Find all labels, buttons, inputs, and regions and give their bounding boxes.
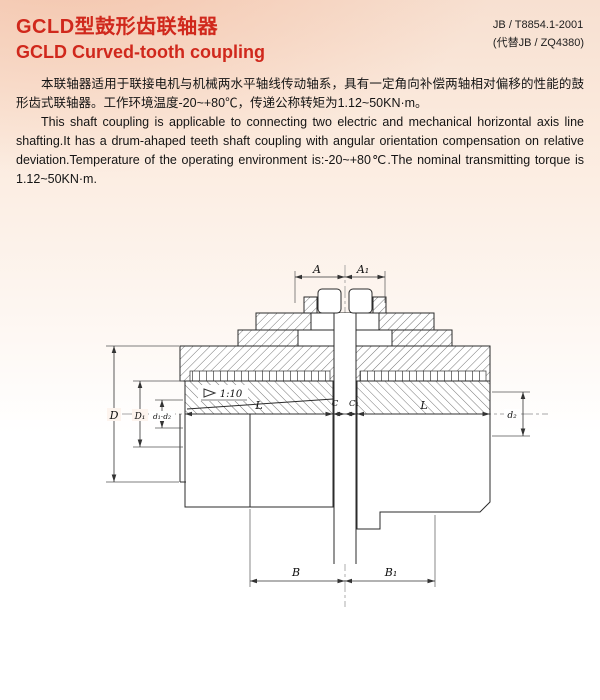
- page-title-cn: GCLD型鼓形齿联轴器: [16, 16, 219, 38]
- dim-label-d1-d2: d₁·d₂: [153, 412, 171, 421]
- intro-paragraph-cn: 本联轴器适用于联接电机与机械两水平轴线传动轴系，具有一定角向补偿两轴相对偏移的性…: [16, 77, 584, 110]
- coupling-section-drawing: 1:10 A A₁ D D₁ d₁·d₂ d₂: [106, 263, 548, 607]
- title-block: GCLD型鼓形齿联轴器 GCLD Curved-tooth coupling: [16, 10, 265, 63]
- taper-annotation: 1:10: [198, 385, 248, 401]
- standard-block: JB / T8854.1-2001 (代替JB / ZQ4380): [493, 16, 584, 52]
- dim-label-D: D: [109, 409, 119, 422]
- outer-sleeve-section: [179, 345, 491, 382]
- dim-label-B: B: [291, 566, 300, 579]
- dim-label-L-right: L: [419, 399, 427, 412]
- dimension-right-bore: d₂: [492, 391, 530, 437]
- dim-label-d2: d₂: [507, 411, 517, 421]
- washer-left: [303, 296, 318, 314]
- page-title-en: GCLD Curved-tooth coupling: [16, 42, 265, 62]
- right-hub-body: [356, 413, 491, 530]
- dimension-lengths: L C C₁ L: [185, 399, 490, 417]
- page-header: GCLD型鼓形齿联轴器 GCLD Curved-tooth coupling J…: [0, 0, 600, 63]
- nut-right: [348, 288, 373, 314]
- gear-teeth-right: [359, 370, 487, 382]
- dimension-B-B1: B B₁: [249, 509, 436, 587]
- left-hub-body: [184, 413, 334, 508]
- standard-number: JB / T8854.1-2001: [492, 19, 584, 31]
- intro-paragraph-en: This shaft coupling is applicable to con…: [16, 115, 584, 186]
- standard-replaces: (代替JB / ZQ4380): [492, 37, 584, 50]
- lower-outside-view: [179, 413, 491, 530]
- technical-drawing-area: 1:10 A A₁ D D₁ d₁·d₂ d₂: [0, 259, 600, 624]
- dim-label-D1: D₁: [134, 412, 146, 422]
- dim-label-B1: B₁: [384, 566, 398, 579]
- dim-label-A1: A₁: [356, 263, 369, 276]
- taper-symbol-icon: [203, 388, 217, 398]
- bolt-assembly: [303, 288, 387, 314]
- dimension-left-diameters: D D₁ d₁·d₂: [106, 345, 183, 483]
- center-joint: [333, 313, 357, 564]
- dim-label-C: C: [332, 399, 339, 409]
- gear-teeth-left: [189, 370, 331, 382]
- dim-label-L-left: L: [254, 399, 262, 412]
- intro-text: 本联轴器适用于联接电机与机械两水平轴线传动轴系，具有一定角向补偿两轴相对偏移的性…: [0, 75, 600, 189]
- nut-left: [317, 288, 342, 314]
- taper-label: 1:10: [220, 389, 243, 400]
- washer-right: [372, 296, 387, 314]
- dimension-A-A1: A A₁: [294, 263, 386, 303]
- taper-bore-line: [186, 398, 334, 410]
- dim-label-A: A: [312, 263, 321, 276]
- dim-label-C1: C₁: [349, 399, 359, 409]
